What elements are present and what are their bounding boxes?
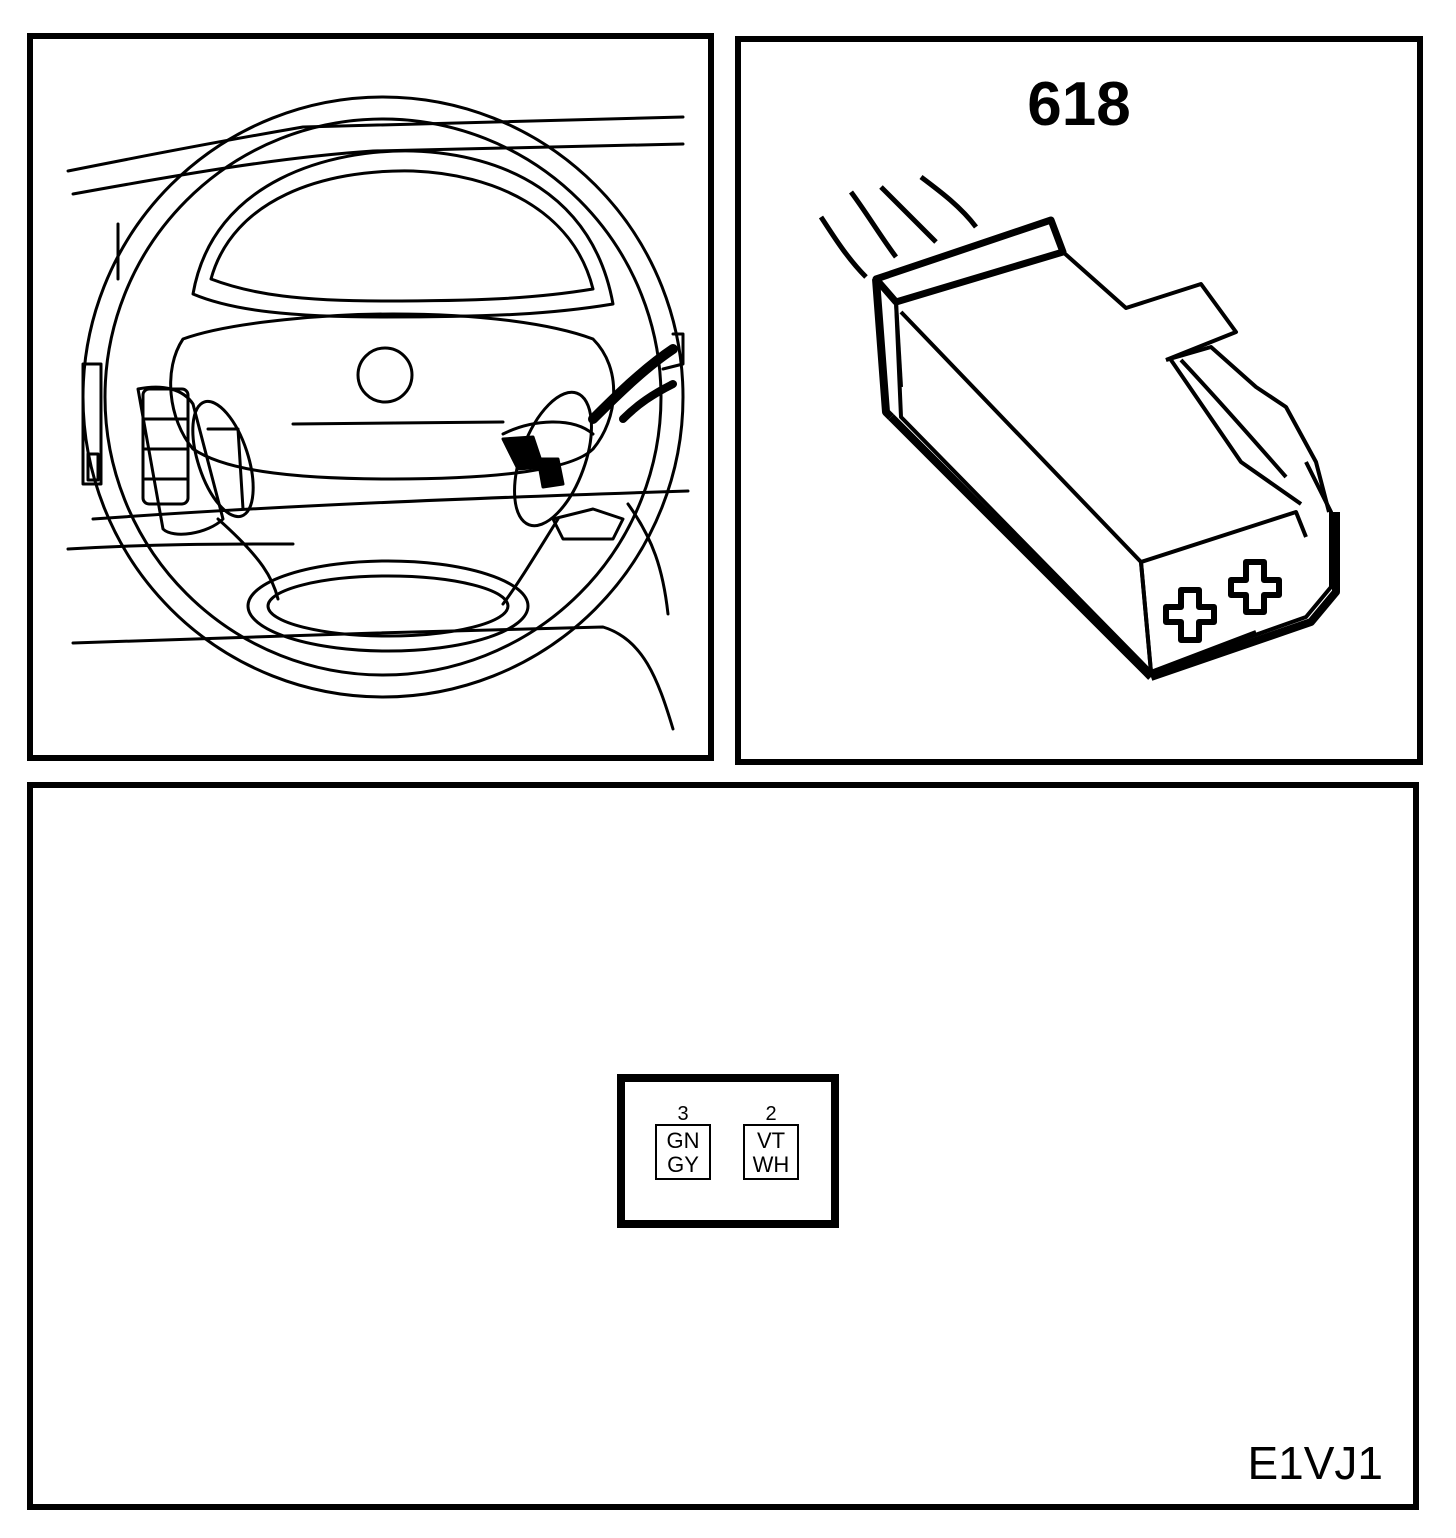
wire-color-secondary: WH	[752, 1152, 790, 1177]
connector-illustration	[818, 175, 1340, 681]
pin-cell: VT WH	[743, 1124, 799, 1180]
steering-wheel-panel	[27, 33, 714, 761]
pin-3: 3 GN GY	[655, 1104, 711, 1180]
wire-color-primary: GN	[666, 1128, 700, 1153]
pinout-panel: 3 GN GY 2 VT WH E1VJ1	[27, 782, 1419, 1510]
pin-number: 3	[677, 1103, 689, 1125]
pin-number: 2	[765, 1103, 777, 1125]
connector-face: 3 GN GY 2 VT WH	[617, 1074, 839, 1228]
connector-number: 618	[1027, 70, 1131, 139]
wire-color-primary: VT	[756, 1128, 786, 1153]
wire-color-secondary: GY	[667, 1152, 699, 1177]
steering-wheel-illustration	[66, 95, 690, 731]
figure-code: E1VJ1	[1247, 1437, 1383, 1489]
connector-panel: 618	[735, 36, 1423, 765]
pin-2: 2 VT WH	[743, 1104, 799, 1180]
pin-cell: GN GY	[655, 1124, 711, 1180]
